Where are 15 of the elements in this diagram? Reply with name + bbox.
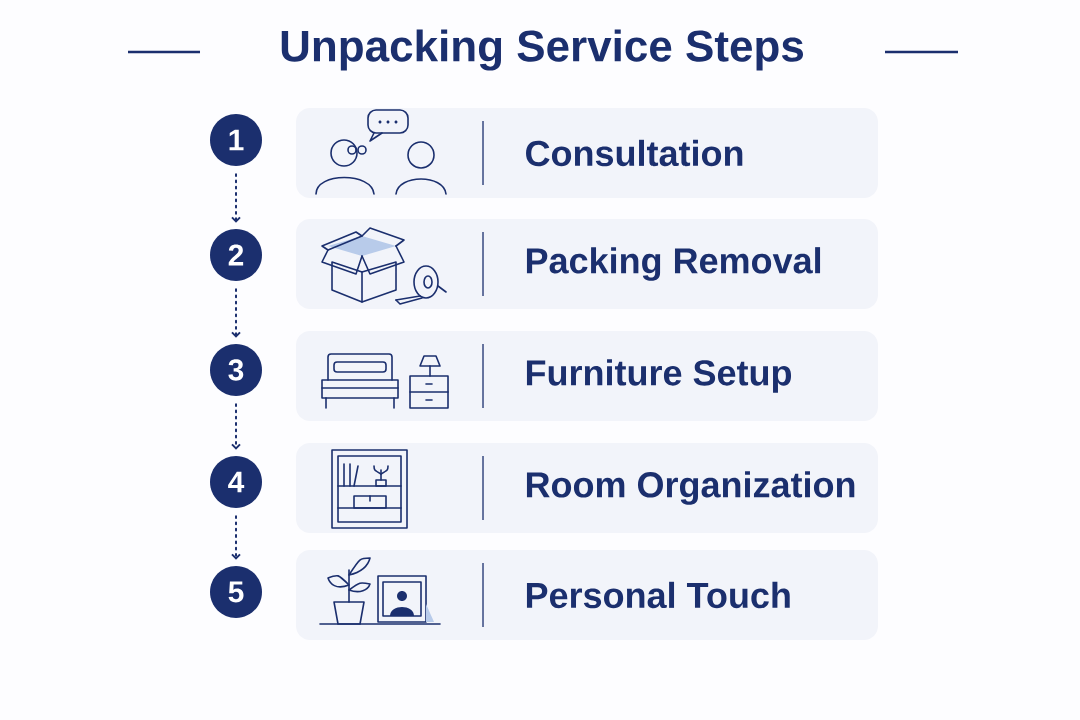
step-card: Furniture Setup: [296, 331, 878, 421]
step-card: Personal Touch: [296, 550, 878, 640]
step-number: 1: [210, 114, 262, 166]
step-number: 4: [210, 456, 262, 508]
step-card: Consultation: [296, 108, 878, 198]
dotted-arrow: [231, 403, 241, 450]
step-number: 2: [210, 229, 262, 281]
dotted-arrow: [231, 515, 241, 560]
step-number: 5: [210, 566, 262, 618]
dotted-arrow: [231, 173, 241, 223]
step-number: 3: [210, 344, 262, 396]
step-card: Room Organization: [296, 443, 878, 533]
step-card: Packing Removal: [296, 219, 878, 309]
dotted-arrow: [231, 288, 241, 338]
title: Unpacking Service Steps: [281, 29, 803, 71]
